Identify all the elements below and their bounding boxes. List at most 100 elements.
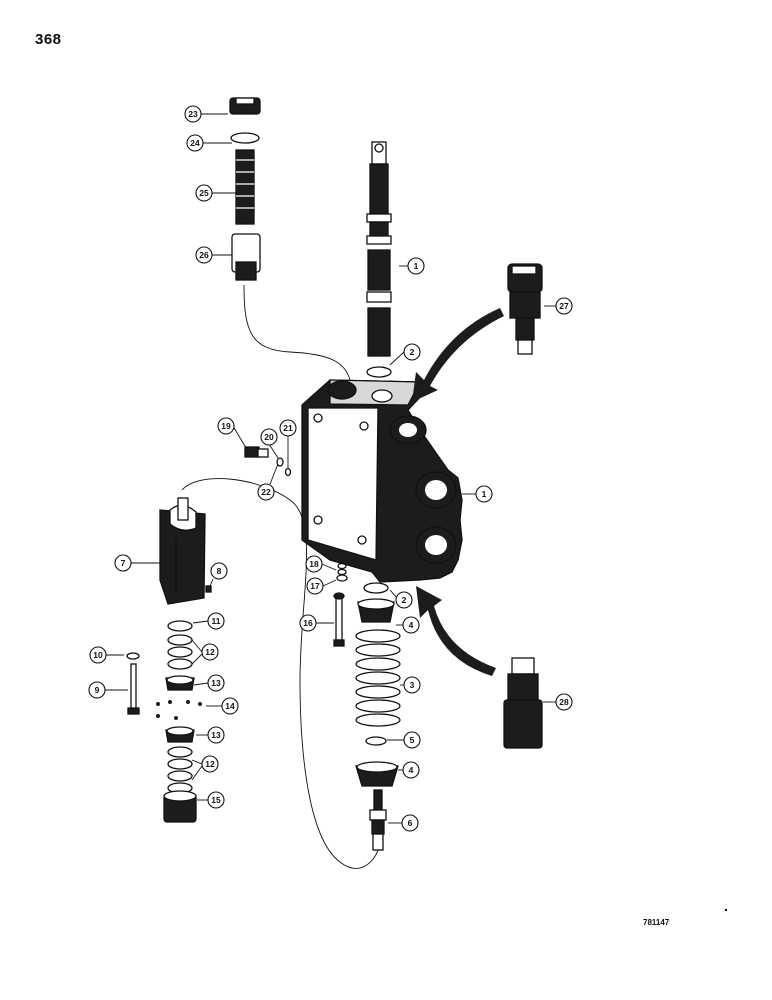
svg-text:10: 10 <box>93 650 103 660</box>
callout-12: 12 <box>201 643 219 661</box>
o-ring <box>336 574 348 582</box>
svg-text:1: 1 <box>414 261 419 271</box>
seal-ring <box>363 582 389 594</box>
callout-10: 10 <box>89 646 107 664</box>
callout-4: 4 <box>402 761 420 779</box>
spool <box>366 141 392 357</box>
callout-24: 24 <box>186 134 204 152</box>
svg-text:24: 24 <box>190 138 200 148</box>
set-screw <box>205 585 212 593</box>
assembly-line-26 <box>243 284 351 381</box>
relief-poppet <box>231 233 261 281</box>
o-ring <box>337 562 347 570</box>
detent-stack-upper <box>165 620 195 691</box>
svg-text:11: 11 <box>212 616 221 626</box>
svg-text:8: 8 <box>217 566 222 576</box>
svg-text:6: 6 <box>408 818 413 828</box>
leader-lines <box>105 113 556 824</box>
detent-balls <box>156 700 202 720</box>
callout-16: 16 <box>299 614 317 632</box>
callout-11: 11 <box>207 612 225 630</box>
callout-18: 18 <box>305 555 323 573</box>
install-arrow <box>412 308 504 402</box>
svg-text:17: 17 <box>310 581 320 591</box>
callout-8: 8 <box>210 562 228 580</box>
callout-22: 22 <box>257 483 275 501</box>
page-number: 368 <box>35 31 62 48</box>
install-arrow <box>416 586 496 676</box>
scan-speck <box>724 908 728 912</box>
spring <box>355 629 401 727</box>
detent-stack-lower <box>165 726 195 794</box>
relief-plug <box>229 97 261 115</box>
valve-body <box>301 379 463 583</box>
callout-28: 28 <box>555 693 573 711</box>
callout-27: 27 <box>555 297 573 315</box>
svg-text:2: 2 <box>410 347 415 357</box>
callout-1: 1 <box>407 257 425 275</box>
cap-screw <box>127 663 140 715</box>
callout-23: 23 <box>184 105 202 123</box>
callout-15: 15 <box>207 791 225 809</box>
callout-14: 14 <box>221 697 239 715</box>
spool-stop <box>369 789 387 851</box>
callout-2: 2 <box>403 343 421 361</box>
callout-17: 17 <box>306 577 324 595</box>
svg-text:1: 1 <box>482 489 487 499</box>
svg-text:14: 14 <box>225 701 235 711</box>
relief-o-ring <box>230 132 260 144</box>
svg-text:21: 21 <box>283 423 293 433</box>
callout-12: 12 <box>201 755 219 773</box>
svg-text:16: 16 <box>303 618 313 628</box>
detent-sleeve <box>163 790 197 823</box>
relief-valve-cartridge <box>503 657 543 749</box>
o-ring <box>284 467 292 477</box>
callout-5: 5 <box>403 731 421 749</box>
washer-small <box>126 652 140 660</box>
callout-1: 1 <box>475 485 493 503</box>
callout-2: 2 <box>395 591 413 609</box>
callout-26: 26 <box>195 246 213 264</box>
spring-housing <box>159 497 206 605</box>
washer <box>365 736 387 746</box>
svg-text:13: 13 <box>211 730 221 740</box>
tie-bolt <box>333 592 345 647</box>
o-ring <box>276 457 284 467</box>
svg-text:9: 9 <box>95 685 100 695</box>
svg-text:4: 4 <box>409 765 414 775</box>
relief-valve-cartridge <box>507 263 543 355</box>
callout-13: 13 <box>207 674 225 692</box>
svg-text:25: 25 <box>199 188 209 198</box>
svg-text:3: 3 <box>410 680 415 690</box>
svg-text:5: 5 <box>410 735 415 745</box>
svg-text:27: 27 <box>559 301 569 311</box>
svg-text:2: 2 <box>402 595 407 605</box>
callout-9: 9 <box>88 681 106 699</box>
callout-7: 7 <box>114 554 132 572</box>
svg-text:15: 15 <box>211 795 221 805</box>
o-ring <box>337 568 347 576</box>
svg-text:4: 4 <box>409 620 414 630</box>
plug <box>244 446 269 458</box>
svg-text:13: 13 <box>211 678 221 688</box>
relief-spring <box>235 149 255 225</box>
svg-text:12: 12 <box>205 647 215 657</box>
svg-text:12: 12 <box>205 759 215 769</box>
drawing-number: 781147 <box>643 918 670 927</box>
callout-25: 25 <box>195 184 213 202</box>
callout-3: 3 <box>403 676 421 694</box>
callout-13: 13 <box>207 726 225 744</box>
callout-21: 21 <box>279 419 297 437</box>
callout-19: 19 <box>217 417 235 435</box>
svg-text:20: 20 <box>264 432 274 442</box>
callout-20: 20 <box>260 428 278 446</box>
assembly-line-7 <box>181 478 379 869</box>
callout-6: 6 <box>401 814 419 832</box>
svg-text:18: 18 <box>309 559 319 569</box>
svg-text:19: 19 <box>221 421 231 431</box>
svg-text:22: 22 <box>261 487 271 497</box>
svg-text:7: 7 <box>121 558 126 568</box>
callout-4: 4 <box>402 616 420 634</box>
seal-ring <box>366 366 392 378</box>
